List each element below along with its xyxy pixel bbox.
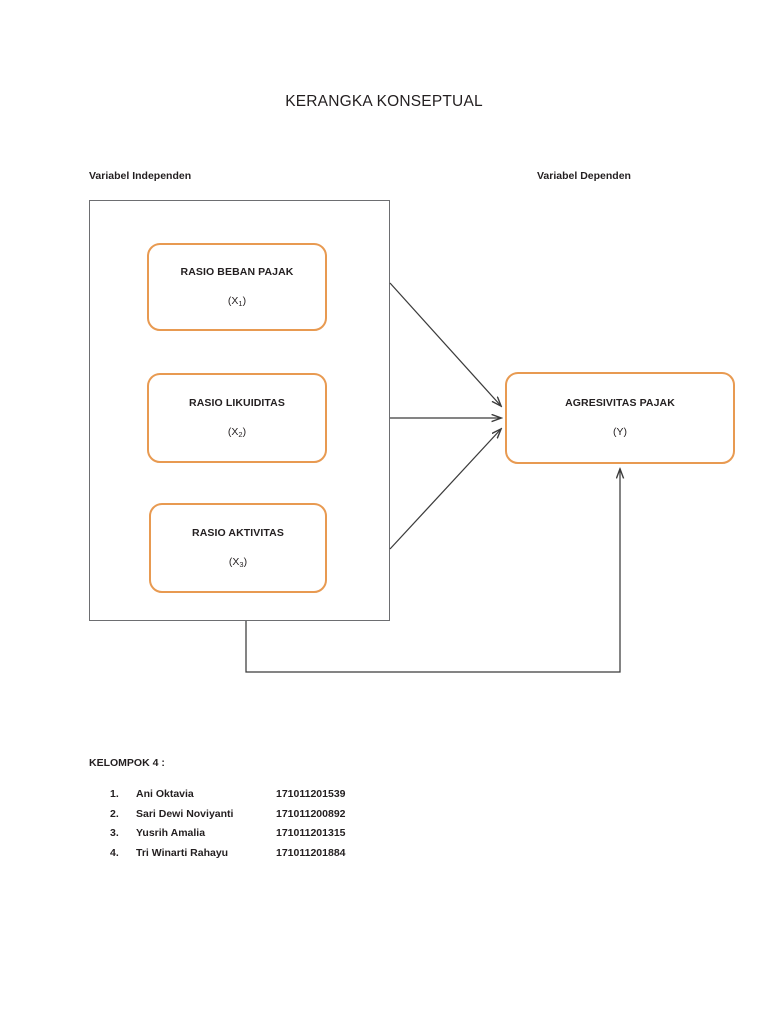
member-name: Sari Dewi Noviyanti	[136, 807, 234, 820]
member-number: 1.	[110, 788, 119, 800]
page-title: KERANGKA KONSEPTUAL	[285, 93, 483, 110]
variable-box-x1: RASIO BEBAN PAJAK (X1)	[147, 243, 327, 331]
variable-x3-subscript: 3	[239, 559, 244, 569]
member-id: 171011200892	[276, 807, 346, 820]
variable-x2-code-close: )	[242, 425, 247, 438]
member-number: 4.	[110, 846, 119, 859]
variable-x2-subscript: 2	[238, 429, 243, 439]
variable-box-x2-label: RASIO LIKUIDITAS	[189, 397, 285, 410]
variable-box-y: AGRESIVITAS PAJAK (Y)	[505, 372, 735, 464]
variable-box-x3-label: RASIO AKTIVITAS	[192, 527, 284, 540]
variable-box-x1-code: (X1)	[227, 294, 247, 308]
variable-x1-code-open: (X	[227, 294, 239, 307]
list-item: 4. Tri Winarti Rahayu 171011201884	[110, 847, 440, 867]
member-number: 3.	[110, 827, 119, 839]
arrow-x1-to-y	[389, 282, 501, 406]
independent-variables-container	[89, 200, 390, 621]
list-item: 3. Yusrih Amalia 171011201315	[110, 827, 440, 847]
variable-x1-code-close: )	[242, 294, 247, 307]
variable-box-y-code: (Y)	[613, 425, 627, 438]
member-id: 171011201884	[276, 846, 346, 859]
variable-x2-code-open: (X	[227, 425, 239, 438]
member-name: Ani Oktavia	[136, 788, 194, 800]
member-id: 171011201315	[276, 827, 346, 839]
variable-box-x3-code: (X3)	[228, 555, 248, 569]
variable-box-y-label: AGRESIVITAS PAJAK	[565, 397, 675, 410]
list-item: 2. Sari Dewi Noviyanti 171011200892	[110, 808, 440, 828]
variable-box-x3: RASIO AKTIVITAS (X3)	[149, 503, 327, 593]
arrow-x3-to-y	[389, 429, 501, 550]
group-member-list: 1. Ani Oktavia 171011201539 2. Sari Dewi…	[110, 788, 440, 866]
member-name: Yusrih Amalia	[136, 827, 206, 839]
variable-x3-code-close: )	[243, 555, 248, 568]
variable-box-x2: RASIO LIKUIDITAS (X2)	[147, 373, 327, 463]
variable-box-x1-label: RASIO BEBAN PAJAK	[180, 266, 294, 279]
member-name: Tri Winarti Rahayu	[136, 846, 229, 859]
caption-variabel-independen: Variabel Independen	[89, 170, 192, 182]
member-id: 171011201539	[276, 788, 346, 800]
variable-x3-code-open: (X	[228, 555, 240, 568]
group-heading: KELOMPOK 4 :	[89, 757, 165, 769]
member-number: 2.	[110, 807, 119, 820]
caption-variabel-dependen: Variabel Dependen	[537, 170, 631, 182]
arrow-simultaneous-to-y	[245, 469, 620, 673]
list-item: 1. Ani Oktavia 171011201539	[110, 788, 440, 808]
variable-x1-subscript: 1	[238, 298, 243, 308]
variable-box-x2-code: (X2)	[227, 425, 247, 439]
